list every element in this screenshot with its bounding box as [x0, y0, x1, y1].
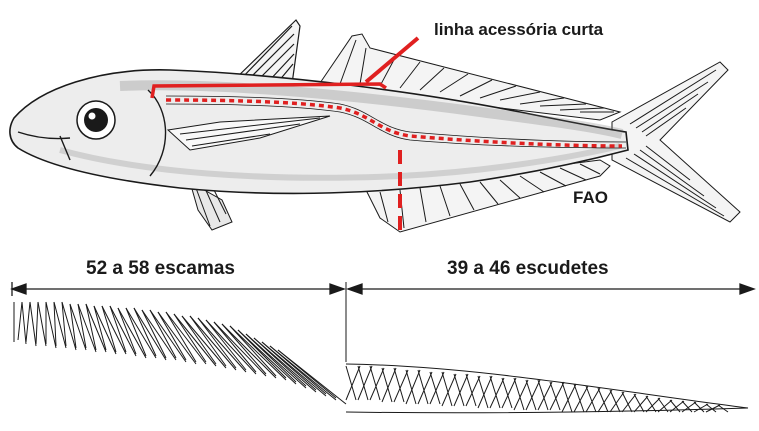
- scale-row: [14, 302, 346, 404]
- scute-row: [346, 364, 748, 413]
- source-label: FAO: [573, 188, 608, 208]
- scales-count-label: 52 a 58 escamas: [86, 258, 235, 280]
- scutes-count-label: 39 a 46 escudetes: [447, 258, 609, 280]
- accessory-line-label: linha acessória curta: [434, 20, 603, 40]
- caudal-fin: [612, 62, 740, 222]
- eye-icon: [77, 101, 115, 139]
